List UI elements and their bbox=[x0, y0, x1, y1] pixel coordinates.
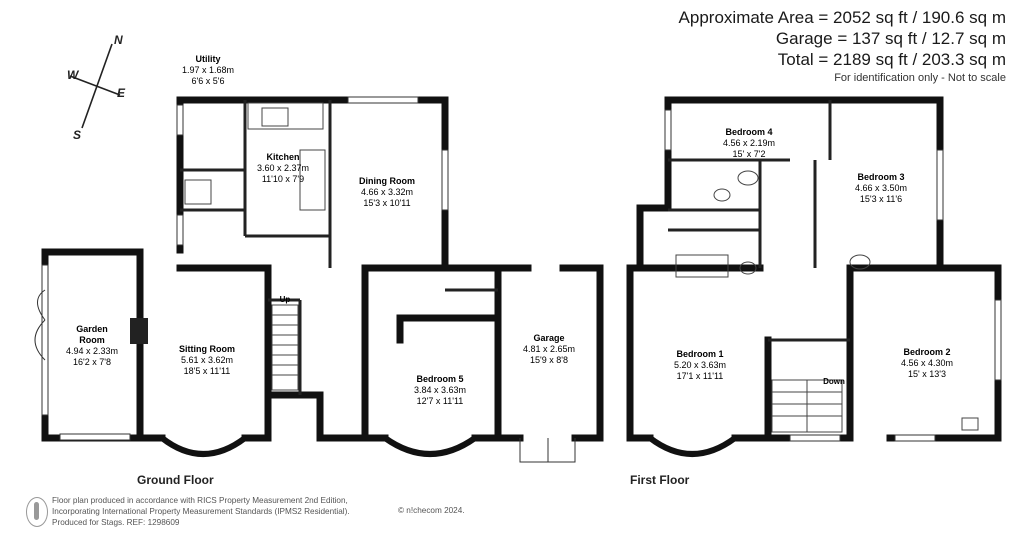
first-floor-interior-walls bbox=[668, 100, 850, 342]
garden-room-name-line2: Room bbox=[79, 335, 105, 345]
bathroom-fittings bbox=[675, 170, 979, 431]
footer-line1: Floor plan produced in accordance with R… bbox=[52, 496, 348, 505]
bedroom2-imperial: 15' x 13'3 bbox=[908, 369, 946, 379]
bedroom3-imperial: 15'3 x 11'6 bbox=[860, 194, 902, 204]
garage-name: Garage bbox=[533, 333, 564, 343]
kitchen-name: Kitchen bbox=[266, 152, 299, 162]
first-floor-stairs bbox=[771, 379, 843, 433]
sitting-room-metric: 5.61 x 3.62m bbox=[181, 355, 233, 365]
kitchen-imperial: 11'10 x 7'9 bbox=[262, 174, 304, 184]
garage-doors bbox=[519, 438, 576, 463]
garage-imperial: 15'9 x 8'8 bbox=[530, 355, 568, 365]
ground-floor-walls bbox=[41, 96, 604, 442]
copyright-logo: © n!checom 2024. bbox=[398, 506, 465, 515]
bedroom5-name: Bedroom 5 bbox=[416, 374, 463, 384]
first-floor-label: First Floor bbox=[630, 473, 690, 487]
compass-south: S bbox=[73, 128, 81, 142]
footer-line2: Incorporating International Property Mea… bbox=[52, 507, 350, 516]
bedroom4-imperial: 15' x 7'2 bbox=[733, 149, 766, 159]
bedroom3-metric: 4.66 x 3.50m bbox=[855, 183, 907, 193]
bedroom2-name: Bedroom 2 bbox=[903, 347, 950, 357]
approximate-area-text: Approximate Area = 2052 sq ft / 190.6 sq… bbox=[678, 8, 1006, 27]
ground-floor-label: Ground Floor bbox=[137, 473, 214, 487]
bedroom5-metric: 3.84 x 3.63m bbox=[414, 385, 466, 395]
bedroom5-bay-window bbox=[383, 435, 477, 457]
person-icon bbox=[26, 497, 48, 527]
sitting-room-imperial: 18'5 x 11'11 bbox=[184, 366, 231, 376]
garden-room-metric: 4.94 x 2.33m bbox=[66, 346, 118, 356]
chimney-breast bbox=[130, 318, 148, 344]
compass-west: W bbox=[67, 68, 80, 82]
stairs-up-label: Up bbox=[280, 295, 291, 304]
ground-floor-windows bbox=[41, 96, 449, 441]
total-area-text: Total = 2189 sq ft / 203.3 sq m bbox=[777, 50, 1006, 69]
dining-room-name: Dining Room bbox=[359, 176, 415, 186]
footer-line3: Produced for Stags. REF: 1298609 bbox=[52, 518, 180, 527]
stairs-down-label: Down bbox=[823, 377, 845, 386]
dining-room-imperial: 15'3 x 10'11 bbox=[363, 198, 410, 208]
bedroom1-bay-window bbox=[648, 435, 737, 457]
garden-room-name-line1: Garden bbox=[76, 324, 108, 334]
garage-area-text: Garage = 137 sq ft / 12.7 sq m bbox=[775, 29, 1006, 48]
garage-metric: 4.81 x 2.65m bbox=[523, 344, 575, 354]
kitchen-metric: 3.60 x 2.37m bbox=[257, 163, 309, 173]
garden-room-imperial: 16'2 x 7'8 bbox=[73, 357, 111, 367]
garden-room-doors bbox=[34, 289, 46, 361]
bedroom1-name: Bedroom 1 bbox=[676, 349, 723, 359]
utility-imperial: 6'6 x 5'6 bbox=[192, 76, 225, 86]
bedroom2-metric: 4.56 x 4.30m bbox=[901, 358, 953, 368]
bedroom5-imperial: 12'7 x 11'11 bbox=[417, 396, 464, 406]
bedroom1-imperial: 17'1 x 11'11 bbox=[677, 371, 724, 381]
footer-text: Floor plan produced in accordance with R… bbox=[52, 495, 350, 528]
utility-name: Utility bbox=[195, 54, 220, 64]
first-floor-windows bbox=[664, 109, 1002, 442]
bedroom3-name: Bedroom 3 bbox=[857, 172, 904, 182]
sitting-room-name: Sitting Room bbox=[179, 344, 235, 354]
bedroom4-metric: 4.56 x 2.19m bbox=[723, 138, 775, 148]
bedroom1-metric: 5.20 x 3.63m bbox=[674, 360, 726, 370]
scale-note: For identification only - Not to scale bbox=[834, 72, 1006, 84]
compass-icon bbox=[69, 43, 121, 129]
dining-room-metric: 4.66 x 3.32m bbox=[361, 187, 413, 197]
kitchen-units bbox=[184, 102, 326, 211]
compass-north: N bbox=[114, 33, 123, 47]
ground-floor-interior-walls bbox=[180, 100, 498, 395]
bedroom4-name: Bedroom 4 bbox=[725, 127, 772, 137]
sitting-room-bay-window bbox=[160, 435, 247, 457]
ground-floor-stairs bbox=[271, 304, 299, 391]
compass-east: E bbox=[117, 86, 126, 100]
utility-metric: 1.97 x 1.68m bbox=[182, 65, 234, 75]
